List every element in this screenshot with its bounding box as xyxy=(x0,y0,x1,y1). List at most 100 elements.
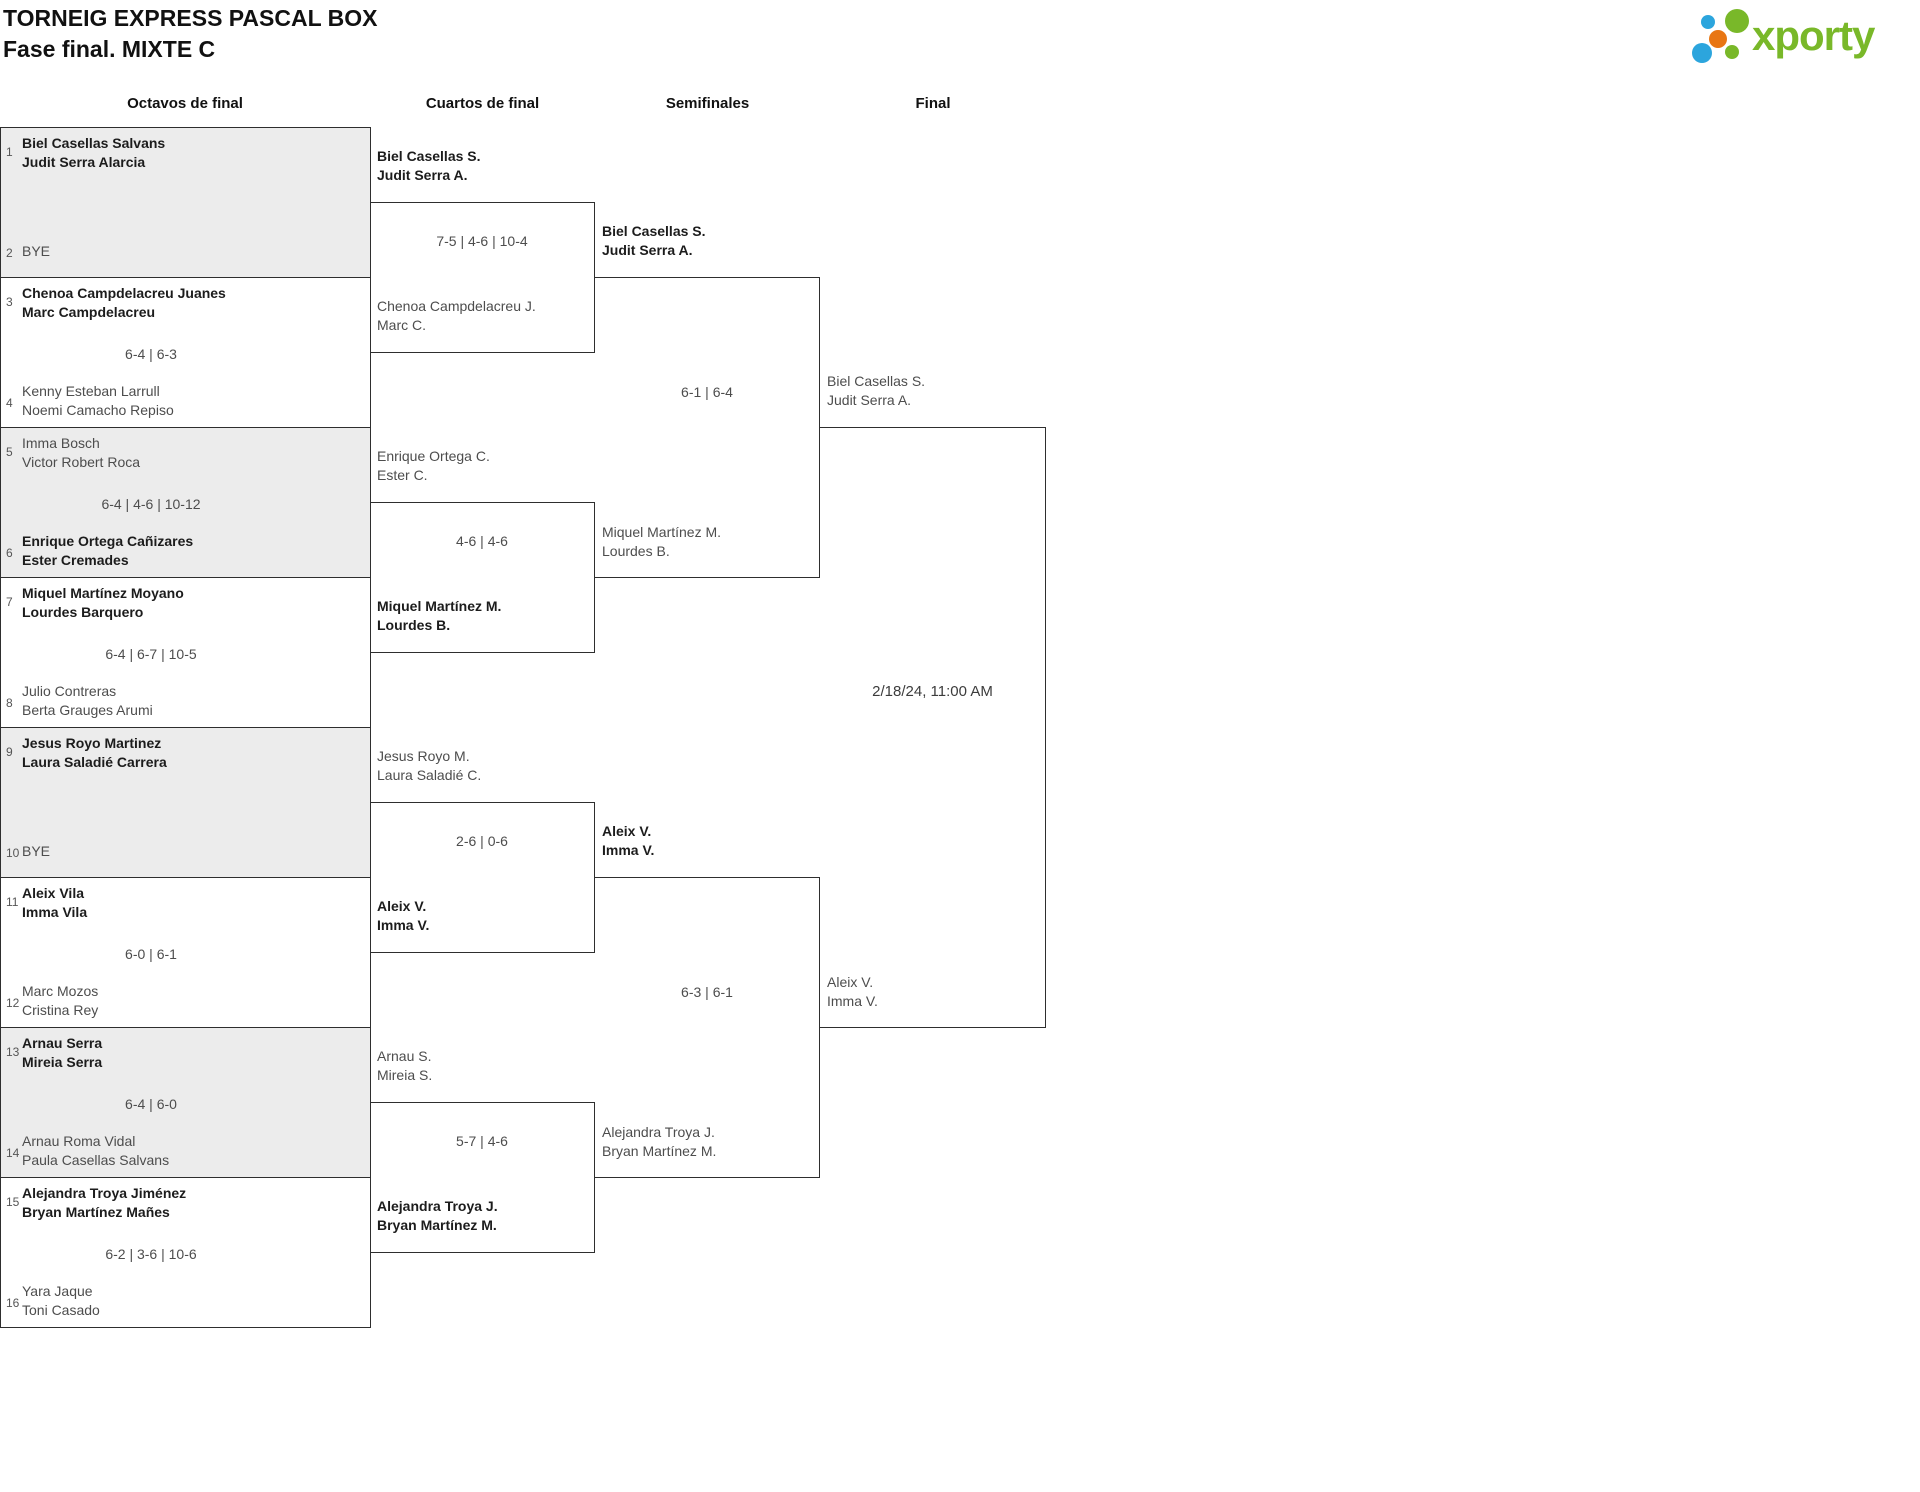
cuartos-match-4: Arnau S. Mireia S. 5-7 | 4-6 Alejandra T… xyxy=(370,1048,595,1253)
participant-line: Biel Casellas S. xyxy=(377,148,481,164)
participant: Imma Bosch Victor Robert Roca xyxy=(22,434,140,472)
participant-line: Aleix Vila xyxy=(22,885,85,901)
participant-line: Laura Saladié Carrera xyxy=(22,754,167,770)
participant: Aleix V. Imma V. xyxy=(377,897,429,935)
participant-line: Marc Campdelacreu xyxy=(22,304,156,320)
participant-line: Kenny Esteban Larrull xyxy=(22,383,160,399)
seed-number: 16 xyxy=(6,1296,20,1310)
participant-line: Chenoa Campdelacreu J. xyxy=(377,298,536,314)
participant-line: Mireia S. xyxy=(377,1067,433,1083)
semifinal-match-1: Biel Casellas S. Judit Serra A. 6-1 | 6-… xyxy=(595,223,820,578)
participant: Kenny Esteban Larrull Noemi Camacho Repi… xyxy=(22,382,174,420)
participant-line: Ester Cremades xyxy=(22,552,129,568)
participant: Chenoa Campdelacreu Juanes Marc Campdela… xyxy=(22,284,226,322)
participant: Miquel Martínez Moyano Lourdes Barquero xyxy=(22,584,184,622)
match-score: 6-4 | 6-7 | 10-5 xyxy=(105,646,197,662)
participant-line: Paula Casellas Salvans xyxy=(22,1152,170,1168)
participant: Biel Casellas S. Judit Serra A. xyxy=(827,372,925,410)
match-score: 6-4 | 6-0 xyxy=(125,1096,177,1112)
octavos-match-4: 7 Miquel Martínez Moyano Lourdes Barquer… xyxy=(0,577,371,728)
participant: Aleix Vila Imma Vila xyxy=(22,884,87,922)
participant-line: Enrique Ortega Cañizares xyxy=(22,533,194,549)
column-header-final: Final xyxy=(915,95,951,112)
participant: Alejandra Troya Jiménez Bryan Martínez M… xyxy=(22,1184,186,1222)
octavos-match-2: 3 Chenoa Campdelacreu Juanes Marc Campde… xyxy=(0,277,371,428)
participant: BYE xyxy=(22,842,50,861)
seed-number: 7 xyxy=(6,595,13,609)
participant-line: Aleix V. xyxy=(827,974,874,990)
seed-number: 14 xyxy=(6,1146,20,1160)
logo-dot-icon xyxy=(1725,9,1749,33)
octavos-match-6: 11 Aleix Vila Imma Vila 6-0 | 6-1 12 Mar… xyxy=(0,877,371,1028)
participant-line: Judit Serra A. xyxy=(602,242,693,258)
participant-line: Victor Robert Roca xyxy=(22,454,141,470)
seed-number: 1 xyxy=(6,145,13,159)
participant-line: Imma V. xyxy=(377,917,430,933)
seed-number: 12 xyxy=(6,996,20,1010)
match-score: 5-7 | 4-6 xyxy=(456,1133,508,1149)
participant: Jesus Royo M. Laura Saladié C. xyxy=(377,747,481,785)
seed-number: 15 xyxy=(6,1195,20,1209)
participant-line: Lourdes Barquero xyxy=(22,604,144,620)
participant: Julio Contreras Berta Grauges Arumi xyxy=(22,682,153,720)
seed-number: 10 xyxy=(6,846,20,860)
cuartos-match-3: Jesus Royo M. Laura Saladié C. 2-6 | 0-6… xyxy=(370,748,595,953)
page-subtitle: Fase final. MIXTE C xyxy=(3,36,216,62)
participant-line: Julio Contreras xyxy=(22,683,117,699)
participant-line: Chenoa Campdelacreu Juanes xyxy=(22,285,226,301)
seed-number: 8 xyxy=(6,696,13,710)
participant-line: Laura Saladié C. xyxy=(377,767,482,783)
participant-line: Ester C. xyxy=(377,467,428,483)
participant-line: Cristina Rey xyxy=(22,1002,99,1018)
participant-line: Jesus Royo M. xyxy=(377,748,470,764)
participant-line: Alejandra Troya J. xyxy=(602,1124,715,1140)
match-score: 7-5 | 4-6 | 10-4 xyxy=(436,233,528,249)
participant-line: Bryan Martínez M. xyxy=(377,1217,497,1233)
participant-line: Enrique Ortega C. xyxy=(377,448,490,464)
column-header-octavos: Octavos de final xyxy=(127,95,243,112)
participant: Chenoa Campdelacreu J. Marc C. xyxy=(377,297,536,335)
participant: Arnau Roma Vidal Paula Casellas Salvans xyxy=(22,1132,169,1170)
match-score: 6-0 | 6-1 xyxy=(125,946,177,962)
column-header-cuartos: Cuartos de final xyxy=(425,95,540,112)
participant-line: Arnau Roma Vidal xyxy=(22,1133,136,1149)
octavos-match-8: 15 Alejandra Troya Jiménez Bryan Martíne… xyxy=(0,1177,371,1328)
xporty-logo[interactable]: xporty xyxy=(1685,5,1910,67)
seed-number: 3 xyxy=(6,295,13,309)
octavos-match-3: 5 Imma Bosch Victor Robert Roca 6-4 | 4-… xyxy=(0,427,371,578)
match-score: 2-6 | 0-6 xyxy=(456,833,508,849)
participant: Biel Casellas Salvans Judit Serra Alarci… xyxy=(22,134,165,172)
participant-line: Imma Bosch xyxy=(22,435,100,451)
seed-number: 11 xyxy=(6,895,19,909)
match-score: 4-6 | 4-6 xyxy=(456,533,508,549)
semifinal-match-2: Aleix V. Imma V. 6-3 | 6-1 Alejandra Tro… xyxy=(595,823,820,1178)
participant-line: Imma V. xyxy=(602,842,655,858)
participant-line: Imma Vila xyxy=(22,904,88,920)
page-title: TORNEIG EXPRESS PASCAL BOX xyxy=(3,5,378,31)
participant-line: Aleix V. xyxy=(602,823,652,839)
participant: Marc Mozos Cristina Rey xyxy=(22,982,98,1020)
participant-line: Yara Jaque xyxy=(22,1283,93,1299)
participant-line: Aleix V. xyxy=(377,898,427,914)
participant-line: Alejandra Troya Jiménez xyxy=(22,1185,187,1201)
participant-line: Arnau Serra xyxy=(22,1035,103,1051)
participant-line: Jesus Royo Martinez xyxy=(22,735,162,751)
logo-dot-icon xyxy=(1701,15,1715,29)
seed-number: 6 xyxy=(6,546,13,560)
column-header-semifinales: Semifinales xyxy=(665,95,750,112)
participant: Jesus Royo Martinez Laura Saladié Carrer… xyxy=(22,734,167,772)
participant: Enrique Ortega C. Ester C. xyxy=(377,447,490,485)
participant: Biel Casellas S. Judit Serra A. xyxy=(602,222,706,260)
participant: Aleix V. Imma V. xyxy=(602,822,654,860)
participant-line: Miquel Martínez M. xyxy=(377,598,502,614)
participant: Aleix V. Imma V. xyxy=(827,973,878,1011)
logo-wordmark: xporty xyxy=(1752,12,1875,59)
participant: Miquel Martínez M. Lourdes B. xyxy=(602,523,721,561)
participant: Yara Jaque Toni Casado xyxy=(22,1282,100,1320)
participant-line: Biel Casellas Salvans xyxy=(22,135,166,151)
participant-line: Miquel Martínez M. xyxy=(602,524,722,540)
participant-line: Lourdes B. xyxy=(377,617,451,633)
octavos-match-5: 9 Jesus Royo Martinez Laura Saladié Carr… xyxy=(0,727,371,878)
final-match: Biel Casellas S. Judit Serra A. 2/18/24,… xyxy=(820,373,1046,1028)
seed-number: 4 xyxy=(6,396,13,410)
